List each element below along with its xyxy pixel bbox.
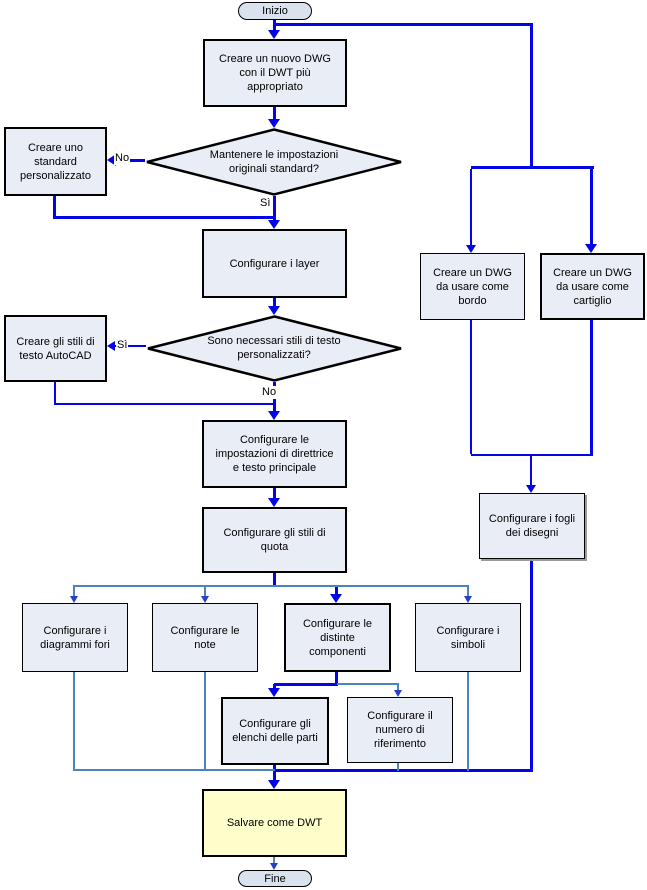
arrowhead-into-leader bbox=[268, 411, 280, 420]
connector-collector-thin bbox=[74, 769, 275, 771]
arrowhead-into-partslists bbox=[268, 688, 280, 697]
node-bom: Configurare le distinte componenti bbox=[284, 603, 391, 672]
edge-label-yes-2: Sì bbox=[116, 339, 129, 352]
connector-d1-yes bbox=[273, 196, 276, 220]
node-dwg-titleblock: Creare un DWG da usare come cartiglio bbox=[540, 253, 645, 320]
node-start-terminator: Inizio bbox=[238, 2, 312, 20]
node-create-new-dwg: Creare un nuovo DWG con il DWT più appro… bbox=[203, 39, 347, 107]
connector-sheets-down bbox=[530, 559, 533, 770]
decision-text-styles bbox=[146, 315, 403, 382]
connector-to-balloon bbox=[397, 685, 399, 690]
connector-d2-yes bbox=[115, 345, 146, 347]
decision-keep-standard bbox=[145, 128, 403, 196]
connector-titleblock-down bbox=[590, 320, 593, 454]
arrowhead-into-titleblock bbox=[585, 244, 597, 253]
arrowhead-into-textstyles bbox=[107, 341, 115, 351]
connector-symbols-down bbox=[467, 672, 469, 771]
arrowhead-into-bom bbox=[330, 594, 342, 603]
node-parts-lists: Configurare gli elenchi delle parti bbox=[221, 697, 329, 765]
connector-merge-to-sheets bbox=[530, 456, 532, 485]
connector-holecharts-down bbox=[73, 672, 75, 771]
connector-right-drop bbox=[530, 23, 533, 169]
node-configure-layers: Configurare i layer bbox=[202, 229, 347, 298]
connector-leader-to-dim bbox=[273, 488, 276, 498]
connector-loop1-v bbox=[53, 196, 56, 219]
arrowhead-into-notes bbox=[201, 596, 209, 603]
connector-to-save bbox=[273, 771, 276, 780]
connector-bom-down bbox=[335, 672, 338, 686]
decision-diamond-shape bbox=[147, 315, 402, 382]
edge-label-no-2: No bbox=[261, 386, 278, 399]
connector-branch-top bbox=[274, 23, 533, 26]
node-balloon-number: Configurare il numero di riferimento bbox=[347, 697, 453, 763]
decision-text-styles-label: Sono necessari stili di testo personaliz… bbox=[207, 335, 341, 361]
arrowhead-into-customstandard bbox=[107, 154, 116, 166]
decision-diamond-shape bbox=[146, 128, 402, 196]
connector-save-to-end bbox=[273, 857, 275, 864]
arrowhead-into-d1 bbox=[268, 119, 280, 128]
arrowhead-into-dimstyles bbox=[268, 498, 280, 507]
arrowhead-into-save bbox=[268, 780, 280, 789]
connector-drop-bom bbox=[335, 586, 338, 594]
node-create-text-styles: Creare gli stili di testo AutoCAD bbox=[4, 315, 107, 382]
arrowhead-into-newdwg bbox=[268, 30, 280, 39]
node-notes: Configurare le note bbox=[152, 603, 258, 672]
arrowhead-into-holecharts bbox=[70, 596, 78, 603]
connector-drop-symbols bbox=[467, 585, 469, 597]
arrowhead-into-end bbox=[270, 863, 278, 870]
connector-balloon-down bbox=[397, 763, 399, 771]
connector-layers-to-d2 bbox=[273, 298, 276, 306]
decision-keep-standard-label: Mantenere le impostazioni originali stan… bbox=[209, 149, 339, 175]
connector-distribution bbox=[74, 585, 469, 587]
connector-bom-split-right bbox=[337, 683, 399, 685]
connector-loop1-h bbox=[53, 216, 276, 219]
node-end-terminator: Fine bbox=[238, 870, 312, 887]
connector-bom-split-left bbox=[274, 683, 337, 686]
node-leader-text-settings: Configurare le impostazioni di direttric… bbox=[202, 420, 347, 488]
connector-loop2-v bbox=[54, 382, 56, 405]
arrowhead-into-balloon bbox=[394, 690, 402, 697]
connector-collector-thick bbox=[274, 769, 533, 772]
edge-label-yes-1: Sì bbox=[259, 197, 272, 210]
node-hole-charts: Configurare i diagrammi fori bbox=[22, 603, 128, 672]
connector-to-partslists bbox=[273, 684, 276, 689]
connector-drop-holecharts bbox=[73, 585, 75, 597]
node-create-custom-standard: Creare uno standard personalizzato bbox=[4, 127, 107, 196]
connector-merge-dwg bbox=[471, 454, 593, 456]
connector-newdwg-to-d1 bbox=[273, 107, 276, 119]
connector-dim-to-dist bbox=[273, 573, 276, 586]
node-save-dwt: Salvare come DWT bbox=[202, 789, 347, 857]
node-drawing-sheets: Configurare i fogli dei disegni bbox=[479, 493, 585, 559]
connector-to-titleblock bbox=[590, 169, 593, 245]
node-dwg-border: Creare un DWG da usare come bordo bbox=[420, 253, 525, 320]
connector-notes-down bbox=[204, 672, 206, 771]
arrowhead-into-symbols bbox=[464, 596, 472, 603]
connector-right-split bbox=[471, 166, 594, 169]
node-symbols: Configurare i simboli bbox=[415, 603, 521, 672]
arrowhead-into-sheets bbox=[526, 485, 536, 493]
connector-loop2-h bbox=[54, 403, 275, 405]
arrowhead-into-d2 bbox=[268, 306, 280, 315]
connector-partslists-down bbox=[273, 765, 276, 771]
arrowhead-into-layers bbox=[268, 220, 280, 229]
connector-to-border bbox=[470, 169, 472, 245]
edge-label-no-1: No bbox=[114, 152, 131, 165]
arrowhead-into-border bbox=[466, 245, 476, 253]
connector-drop-notes bbox=[204, 585, 206, 597]
node-dimension-styles: Configurare gli stili di quota bbox=[202, 507, 347, 573]
connector-border-down bbox=[470, 320, 472, 454]
